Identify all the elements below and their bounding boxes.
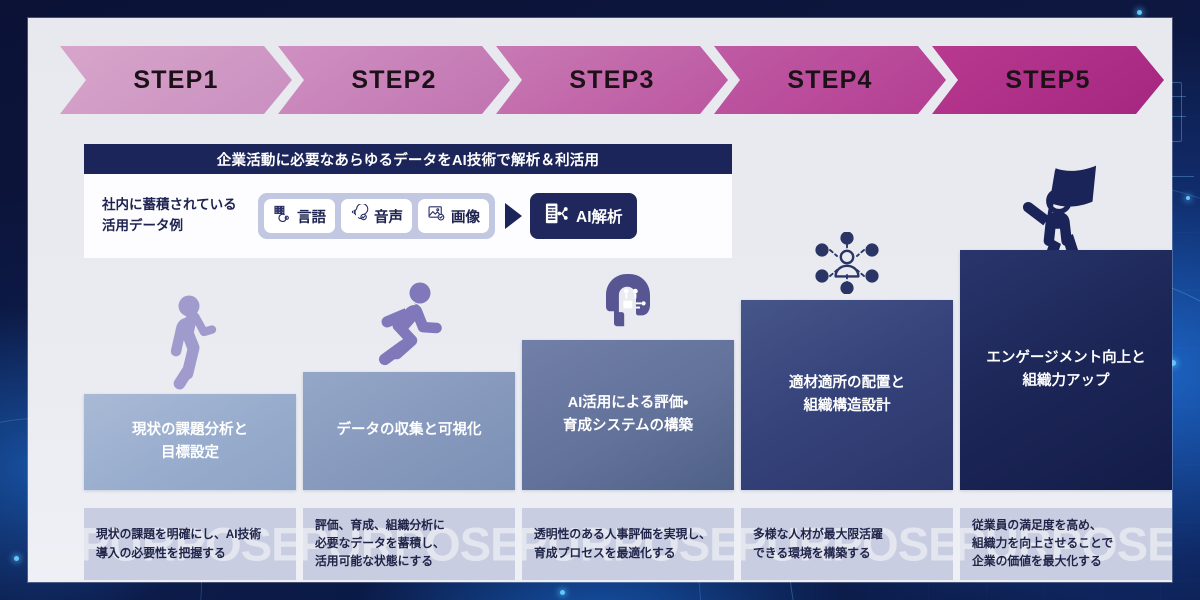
background-node (1170, 360, 1176, 366)
background-node (14, 556, 19, 561)
headset-check-icon (350, 203, 369, 228)
step-arrow-4[interactable]: STEP4 (714, 46, 946, 114)
step-title-bar-5: エンゲージメント向上と 組織力アップ (960, 250, 1172, 490)
data-type-chip-image[interactable]: 画像 (418, 199, 489, 233)
step-title-line2: 目標設定 (161, 445, 219, 461)
running-person-icon (303, 280, 515, 368)
step-column-3: AI活用による評価・ 育成システムの構築 PURPOSE 透明性のある人事評価を… (522, 268, 734, 580)
step-description-line3: 活用可能な状態にする (315, 553, 434, 568)
banner-title: 企業活動に必要なあらゆるデータをAI技術で解析＆利活用 (216, 152, 600, 169)
step-title-line2: 組織力アップ (1022, 373, 1110, 389)
step-title-line1: 現状の課題分析と (132, 421, 248, 438)
step-title: 現状の課題分析と 目標設定 (124, 419, 256, 466)
step-description-5: PURPOSE 従業員の満足度を高め、 組織力を向上させることで 企業の価値を最… (960, 508, 1172, 580)
step-column-5: エンゲージメント向上と 組織力アップ PURPOSE 従業員の満足度を高め、 組… (960, 165, 1172, 580)
step-description-line1: 評価、育成、組織分析に (315, 518, 445, 533)
step-title-bar-2: データの収集と可視化 (303, 372, 515, 490)
walking-person-icon (84, 292, 296, 390)
data-type-chip-language[interactable]: 言語 (264, 199, 335, 233)
step-arrow-3[interactable]: STEP3 (496, 46, 728, 114)
binary-gear-icon (273, 204, 292, 228)
step-arrow-5[interactable]: STEP5 (932, 46, 1164, 114)
step-description-line3: 企業の価値を最大化する (972, 553, 1102, 568)
step-title-line1: エンゲージメント向上と (986, 349, 1146, 366)
step-title-line1: 適材適所の配置と (789, 374, 905, 391)
step-arrow-label: STEP2 (351, 65, 437, 94)
image-check-icon (427, 204, 446, 228)
step-title-line2: 組織構造設計 (803, 398, 891, 414)
step-arrow-label: STEP5 (1005, 65, 1091, 94)
step-description-line2: できる環境を構築する (753, 546, 871, 560)
content-card: STEP1 STEP2 STEP3 STEP4 STEP5 企業活動に必要なあら… (28, 18, 1172, 582)
step-description-text: 現状の課題を明確にし、AI技術 導入の必要性を把握する (96, 525, 286, 563)
step-title: 適材適所の配置と 組織構造設計 (781, 372, 913, 419)
background-node (1186, 196, 1190, 200)
step-arrow-label: STEP4 (787, 65, 873, 94)
step-title-line2: 育成システムの構築 (562, 418, 694, 434)
step-arrow-1[interactable]: STEP1 (60, 46, 292, 114)
background-node (1137, 10, 1142, 15)
step-description-text: 評価、育成、組織分析に 必要なデータを蓄積し、 活用可能な状態にする (315, 517, 505, 571)
step-description-line1: 現状の課題を明確にし、AI技術 (96, 526, 262, 541)
step-description-3: PURPOSE 透明性のある人事評価を実現し、 育成プロセスを最適化する (522, 508, 734, 580)
purpose-watermark: PURPOSE (303, 517, 515, 571)
step-columns: 現状の課題分析と 目標設定 PURPOSE 現状の課題を明確にし、AI技術 導入… (84, 165, 1172, 580)
data-example-label-line1: 社内に蓄積されている (102, 197, 237, 213)
purpose-watermark: PURPOSE (741, 517, 953, 571)
background-node (560, 590, 565, 595)
step-description-line2: 必要なデータを蓄積し、 (315, 536, 445, 551)
play-arrow-icon (505, 203, 522, 229)
step-description-line1: 多様な人材が最大限活躍 (753, 526, 883, 541)
data-type-chip-voice[interactable]: 音声 (341, 199, 412, 233)
step-description-line1: 従業員の満足度を高め、 (972, 518, 1102, 533)
data-example-label: 社内に蓄積されている 活用データ例 (102, 195, 252, 237)
step-title-bar-1: 現状の課題分析と 目標設定 (84, 394, 296, 490)
step-arrow-strip: STEP1 STEP2 STEP3 STEP4 STEP5 (60, 46, 1164, 114)
step-title-line1: AI活用による評価・ (567, 394, 689, 411)
data-type-chip-group: 言語 音声 (258, 193, 495, 239)
step-description-line2: 育成プロセスを最適化する (534, 546, 676, 560)
step-arrow-label: STEP1 (133, 65, 219, 94)
step-description-1: PURPOSE 現状の課題を明確にし、AI技術 導入の必要性を把握する (84, 508, 296, 580)
network-people-icon (741, 232, 953, 294)
step-column-2: データの収集と可視化 PURPOSE 評価、育成、組織分析に 必要なデータを蓄積… (303, 268, 515, 580)
purpose-watermark: PURPOSE (960, 517, 1172, 571)
ai-document-icon (544, 201, 569, 231)
step-title-bar-4: 適材適所の配置と 組織構造設計 (741, 300, 953, 490)
data-example-panel: 社内に蓄積されている 活用データ例 言語 (84, 174, 732, 258)
step-title-bar-3: AI活用による評価・ 育成システムの構築 (522, 340, 734, 490)
step-description-line2: 組織力を向上させることで (972, 536, 1114, 551)
step-title: エンゲージメント向上と 組織力アップ (978, 347, 1153, 394)
data-type-chip-label: 音声 (374, 209, 403, 226)
purpose-watermark: PURPOSE (84, 517, 296, 571)
step-description-text: 多様な人材が最大限活躍 できる環境を構築する (753, 525, 943, 563)
ai-analysis-label: AI解析 (576, 209, 623, 226)
step-description-text: 従業員の満足度を高め、 組織力を向上させることで 企業の価値を最大化する (972, 517, 1162, 571)
step-arrow-label: STEP3 (569, 65, 655, 94)
step-description-4: PURPOSE 多様な人材が最大限活躍 できる環境を構築する (741, 508, 953, 580)
step-column-1: 現状の課題分析と 目標設定 PURPOSE 現状の課題を明確にし、AI技術 導入… (84, 268, 296, 580)
step-description-line2: 導入の必要性を把握する (96, 546, 226, 560)
step-column-4: 適材適所の配置と 組織構造設計 PURPOSE 多様な人材が最大限活躍 できる環… (741, 232, 953, 580)
step-title: データの収集と可視化 (329, 419, 490, 442)
ai-head-icon (522, 270, 734, 334)
step-title: AI活用による評価・ 育成システムの構築 (555, 392, 701, 439)
step-description-text: 透明性のある人事評価を実現し、 育成プロセスを最適化する (534, 525, 724, 563)
step-description-2: PURPOSE 評価、育成、組織分析に 必要なデータを蓄積し、 活用可能な状態に… (303, 508, 515, 580)
data-type-chip-label: 言語 (297, 209, 326, 226)
step-description-line1: 透明性のある人事評価を実現し、 (534, 526, 711, 541)
ai-analysis-badge[interactable]: AI解析 (530, 193, 637, 239)
data-type-chip-label: 画像 (451, 209, 480, 226)
purpose-watermark: PURPOSE (522, 517, 734, 571)
step-arrow-2[interactable]: STEP2 (278, 46, 510, 114)
step-title-line1: データの収集と可視化 (336, 422, 482, 439)
banner: 企業活動に必要なあらゆるデータをAI技術で解析＆利活用 (84, 144, 732, 174)
data-example-label-line2: 活用データ例 (102, 218, 183, 233)
